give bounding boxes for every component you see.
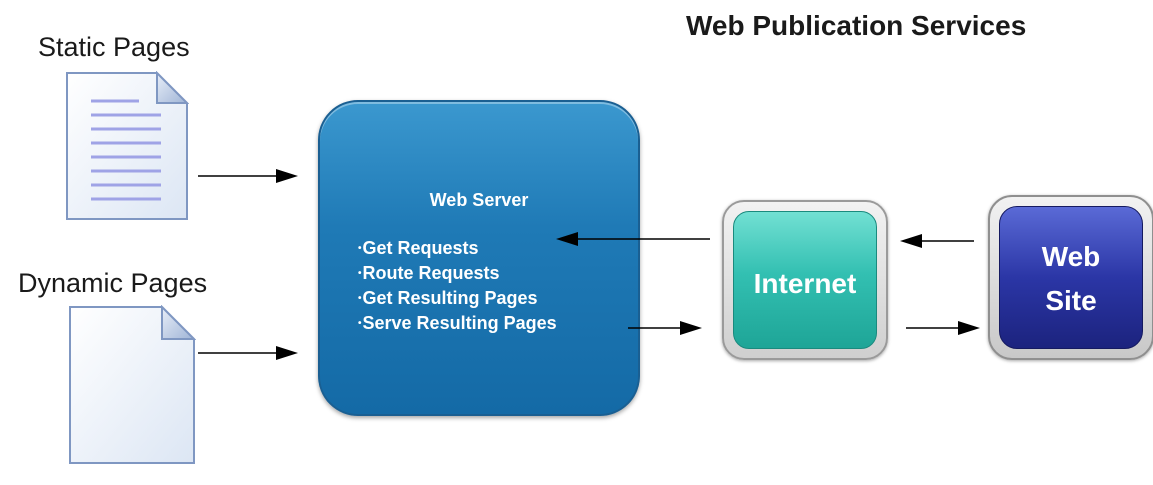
static-document-icon [66, 71, 189, 220]
bullet-icon: • [358, 293, 362, 304]
bullet-icon: • [358, 318, 362, 329]
arrow-site-to-internet [900, 234, 974, 248]
internet-box-face: Internet [733, 211, 877, 349]
web-site-box-face: Web Site [999, 206, 1143, 349]
web-server-functions: •Get Requests •Route Requests •Get Resul… [358, 236, 557, 336]
list-item: •Serve Resulting Pages [358, 311, 557, 336]
bullet-icon: • [358, 268, 362, 279]
web-server-box: Web Server •Get Requests •Route Requests… [318, 100, 640, 416]
web-site-label-line1: Web [1041, 241, 1101, 272]
function-label: Get Resulting Pages [362, 288, 538, 308]
internet-label: Internet [753, 268, 857, 299]
web-site-label-line2: Site [1045, 285, 1097, 316]
arrow-dynamic-to-server [198, 346, 298, 360]
arrow-internet-to-site [906, 321, 980, 335]
bullet-icon: • [358, 243, 362, 254]
web-site-label: Web Site [1000, 235, 1142, 323]
list-item: •Route Requests [358, 261, 557, 286]
dynamic-pages-label: Dynamic Pages [18, 268, 208, 298]
function-label: Serve Resulting Pages [362, 313, 557, 333]
arrow-static-to-server [198, 169, 298, 183]
list-item: •Get Requests [358, 236, 557, 261]
function-label: Route Requests [362, 263, 500, 283]
static-pages-label: Static Pages [38, 32, 190, 62]
internet-box: Internet [722, 200, 888, 360]
dynamic-document-icon [69, 305, 196, 464]
web-site-box: Web Site [988, 195, 1153, 360]
list-item: •Get Resulting Pages [358, 286, 557, 311]
web-server-title: Web Server [429, 190, 529, 210]
diagram-title: Web Publication Services [686, 10, 1027, 41]
function-label: Get Requests [362, 238, 479, 258]
